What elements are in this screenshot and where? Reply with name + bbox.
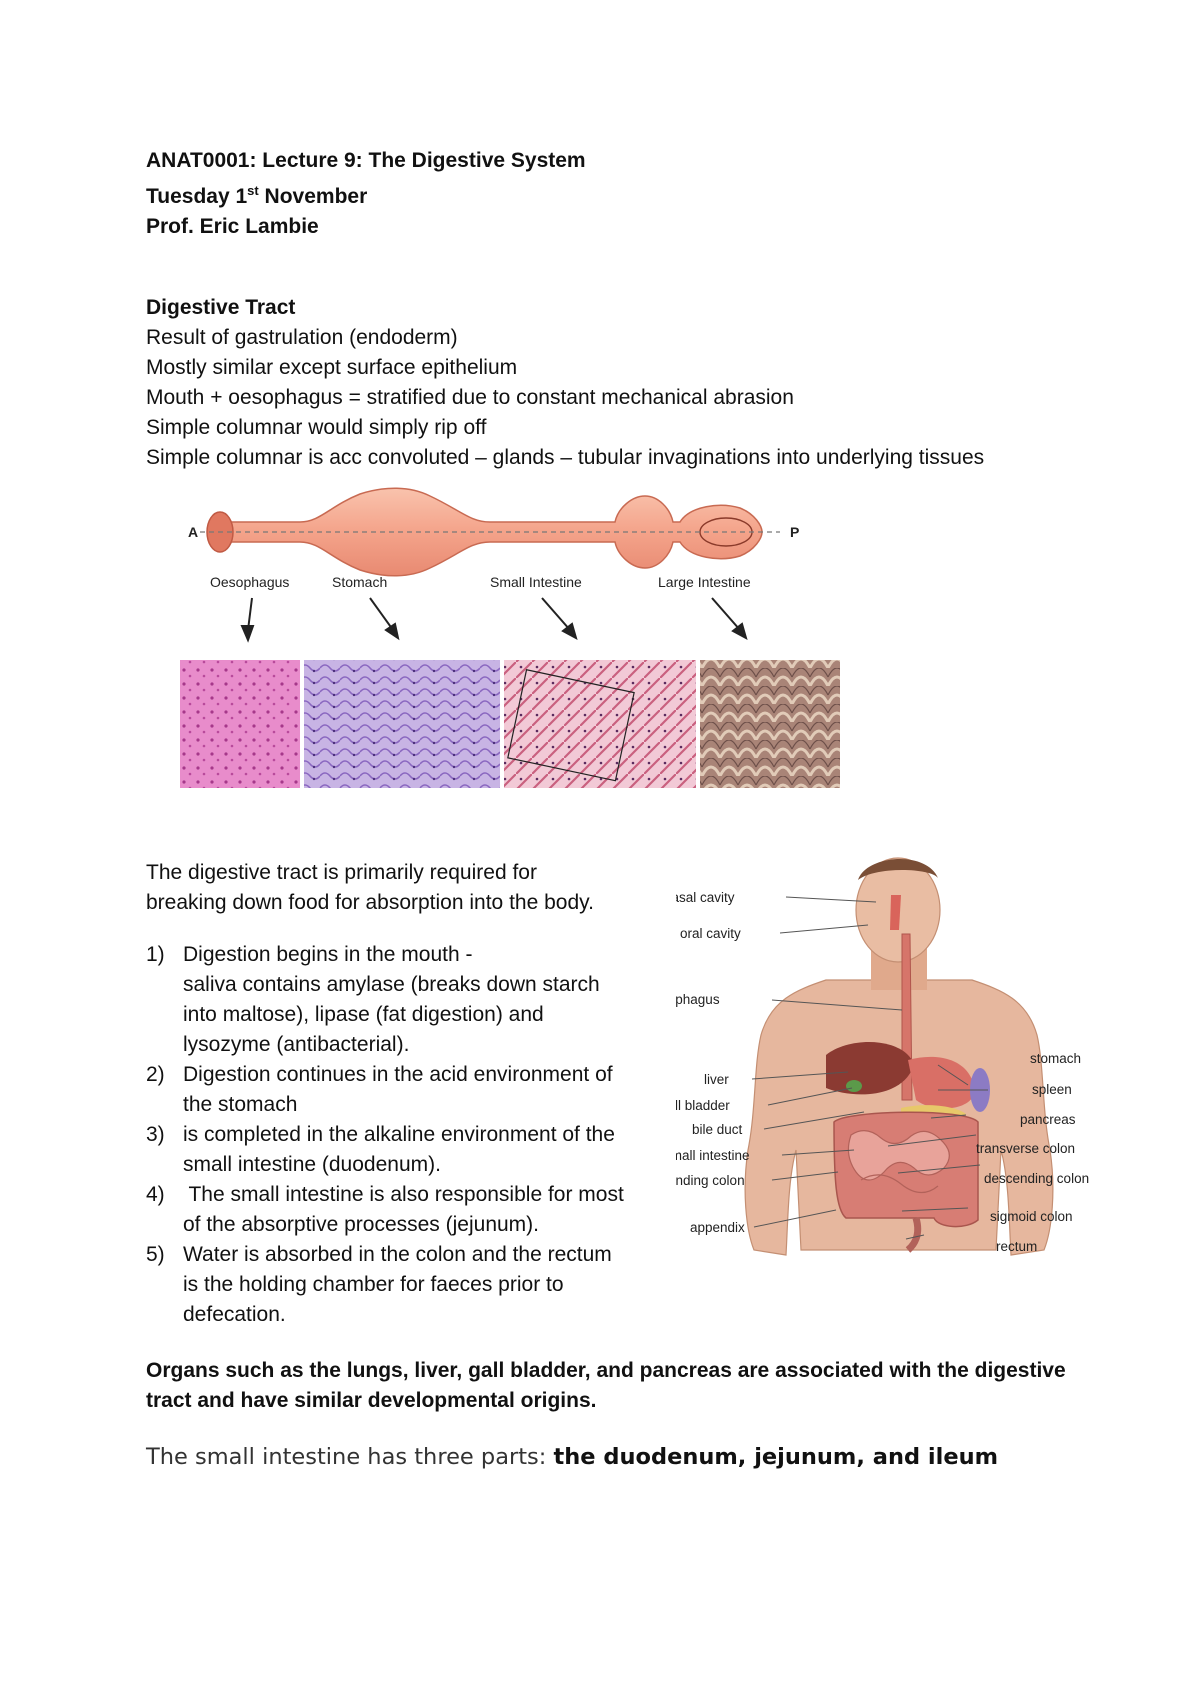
list-item: 3) is completed in the alkaline environm… [146,1123,615,1176]
organ-label: bile duct [692,1122,743,1137]
stomach-histology-image [304,660,500,788]
organ-label: gall bladder [676,1098,730,1113]
stomach-label: Stomach [332,574,387,590]
large-intestine-label: Large Intestine [658,574,751,590]
small-intestine-histology-image [504,660,696,788]
tract-line: Result of gastrulation (endoderm) [146,326,458,349]
tract-line: Simple columnar would simply rip off [146,416,487,439]
document-header: ANAT0001: Lecture 9: The Digestive Syste… [146,146,1066,242]
organ-label: rectum [996,1239,1037,1254]
organ-label: descending colon [984,1171,1089,1186]
associated-organs-paragraph: Organs such as the lungs, liver, gall bl… [146,1359,1066,1412]
list-item: 2) Digestion continues in the acid envir… [146,1063,613,1116]
list-item: 5) Water is absorbed in the colon and th… [146,1243,612,1326]
histology-panels [180,660,840,788]
posterior-label: P [790,524,799,540]
section-heading: Digestive Tract [146,296,296,319]
oesophagus-histology-image [180,660,300,788]
pointer-arrows [240,597,748,643]
left-organ-labels: nasal cavity oral cavity oesophagus live… [676,890,750,1235]
tract-line: Mostly similar except surface epithelium [146,356,518,379]
digestive-system-body-diagram: nasal cavity oral cavity oesophagus live… [676,857,1089,1256]
right-organ-labels: stomach spleen pancreas transverse colon… [976,1051,1089,1254]
arrow-head [561,622,578,641]
organ-label: nasal cavity [676,890,735,905]
list-item: 4) The small intestine is also responsib… [146,1183,624,1236]
torso-illustration [744,857,1054,1256]
digestion-section: The digestive tract is primarily require… [146,858,666,1330]
digestion-steps-list: 1) Digestion begins in the mouth - saliv… [146,940,666,1330]
arrow-head [731,622,748,641]
small-intestine-label: Small Intestine [490,574,582,590]
organ-label: spleen [1032,1082,1072,1097]
intro-line: The digestive tract is primarily require… [146,861,537,884]
organ-label: sigmoid colon [990,1209,1073,1224]
organ-label: pancreas [1020,1112,1076,1127]
tract-line: Simple columnar is acc convoluted – glan… [146,446,985,469]
list-item: 1) Digestion begins in the mouth - saliv… [146,943,600,1056]
organ-label: oral cavity [680,926,741,941]
small-intestine-parts-line: The small intestine has three parts: the… [146,1444,999,1470]
anterior-label: A [188,524,198,540]
tract-line: Mouth + oesophagus = stratified due to c… [146,386,794,409]
digestive-tract-section: Digestive Tract Result of gastrulation (… [146,293,1066,473]
digestive-tube-diagram: A P Oesophagus Stomach Small Intestine L… [180,487,840,788]
organ-label: oesophagus [676,992,720,1007]
large-intestine-histology-image [700,660,840,788]
organ-label: appendix [690,1220,745,1235]
tube-shape [200,487,780,577]
oesophagus-label: Oesophagus [210,574,289,590]
organ-label: transverse colon [976,1141,1075,1156]
organ-label: ascending colon [676,1173,745,1188]
organ-label: small intestine [676,1148,750,1163]
organ-label: stomach [1030,1051,1081,1066]
organ-label: liver [704,1072,729,1087]
arrow-head [240,625,255,643]
intro-line: breaking down food for absorption into t… [146,891,594,914]
arrow-head [384,622,400,641]
lecture-title: ANAT0001: Lecture 9: The Digestive Syste… [146,149,586,172]
lecture-date: Tuesday 1st November [146,183,368,208]
lecturer-name: Prof. Eric Lambie [146,215,319,238]
leader-lines [751,896,988,1240]
